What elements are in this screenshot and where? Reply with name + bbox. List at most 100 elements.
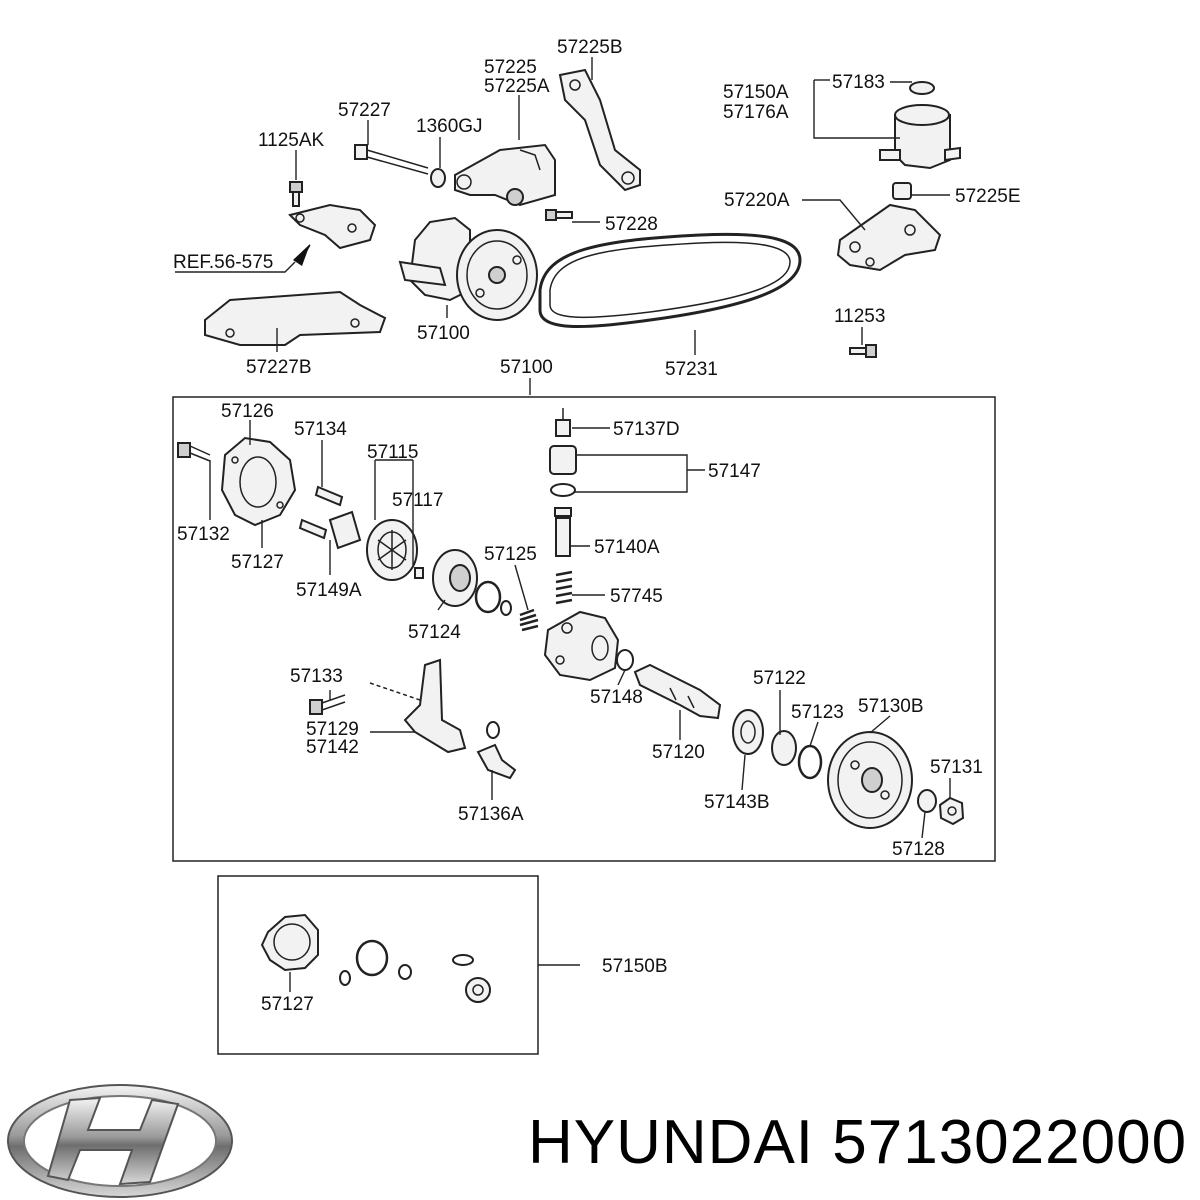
bolt-57228 xyxy=(545,209,573,221)
label-57127-box: 57127 xyxy=(231,552,284,573)
label-57117: 57117 xyxy=(392,490,443,511)
spring-57745 xyxy=(555,570,573,605)
label-57122: 57122 xyxy=(753,668,806,689)
rotor-57115 xyxy=(366,519,418,581)
washer-1360gj xyxy=(430,168,446,188)
bearing-57143b xyxy=(732,709,764,755)
label-57143b: 57143B xyxy=(704,792,770,813)
label-57228: 57228 xyxy=(605,214,658,235)
label-57126: 57126 xyxy=(221,401,274,422)
bracket-ref xyxy=(288,203,377,250)
nut-57131 xyxy=(938,796,965,826)
label-57149a: 57149A xyxy=(296,580,362,601)
oring-small xyxy=(500,600,512,616)
ref-arrow xyxy=(175,244,310,273)
bolt-11253 xyxy=(849,344,877,358)
box-leaders xyxy=(209,420,951,839)
exploded-view-frame xyxy=(172,396,996,862)
kit-oring-small-1 xyxy=(339,970,351,986)
label-57130b: 57130B xyxy=(858,696,924,717)
bracket-57129 xyxy=(403,658,467,754)
label-57100-main: 57100 xyxy=(500,357,553,378)
bolt-57132 xyxy=(177,442,211,462)
gasket-57127 xyxy=(260,913,319,972)
pump-body xyxy=(543,610,620,682)
label-11253: 11253 xyxy=(834,306,885,327)
pins-57134 xyxy=(298,485,344,540)
label-57227: 57227 xyxy=(338,100,391,121)
reservoir-57150a xyxy=(879,81,961,170)
label-57227b: 57227B xyxy=(246,357,312,378)
label-1360gj: 1360GJ xyxy=(416,116,483,137)
label-57183: 57183 xyxy=(832,72,885,93)
gasket-kit-frame xyxy=(217,875,539,1055)
bracket-57220a xyxy=(836,203,942,272)
label-57225: 57225 xyxy=(484,57,537,78)
oring-57129 xyxy=(486,721,500,739)
label-57225b: 57225B xyxy=(557,37,623,58)
valve-57140a xyxy=(554,507,572,557)
label-57120: 57120 xyxy=(652,742,705,763)
label-57125: 57125 xyxy=(484,544,537,565)
label-57140a: 57140A xyxy=(594,537,660,558)
label-57136a: 57136A xyxy=(458,804,524,825)
shaft-57120 xyxy=(633,663,722,720)
belt-57231 xyxy=(538,232,802,329)
label-57231: 57231 xyxy=(665,359,718,380)
label-57124: 57124 xyxy=(408,622,461,643)
label-57150b: 57150B xyxy=(602,956,668,977)
bolt-57227 xyxy=(354,144,429,175)
kit-oring-flat xyxy=(452,954,474,966)
pump-57100-top xyxy=(398,216,538,321)
connector-57147 xyxy=(549,445,577,497)
seal-57148 xyxy=(616,649,634,671)
brand-part-number: HYUNDAI 5713022000 xyxy=(528,1108,1188,1177)
plate-57124 xyxy=(432,549,478,607)
bolt-1125ak xyxy=(289,181,303,207)
spring-57125 xyxy=(519,608,539,632)
kit-oring-small-2 xyxy=(398,964,412,980)
washer-57128 xyxy=(917,789,937,813)
label-57127-kit: 57127 xyxy=(261,994,314,1015)
oring-large xyxy=(474,580,502,614)
vane-57117 xyxy=(414,567,424,579)
label-57137d: 57137D xyxy=(613,419,680,440)
label-ref: REF.56-575 xyxy=(173,252,273,273)
label-57100-top: 57100 xyxy=(417,323,470,344)
label-57220a: 57220A xyxy=(724,190,790,211)
bracket-57225 xyxy=(454,143,556,207)
label-57745: 57745 xyxy=(610,586,663,607)
label-57176a: 57176A xyxy=(723,102,789,123)
label-57225e: 57225E xyxy=(955,186,1021,207)
ring-57123 xyxy=(797,744,823,780)
label-57132: 57132 xyxy=(177,524,230,545)
label-57133: 57133 xyxy=(290,666,343,687)
pin-57136a xyxy=(476,743,517,780)
fitting-57137d xyxy=(555,408,571,437)
bracket-57225b xyxy=(558,68,641,192)
bolt-57133 xyxy=(309,682,421,715)
ring-57149a xyxy=(328,510,362,550)
label-57131: 57131 xyxy=(930,757,983,778)
label-57129: 57129 xyxy=(306,719,359,740)
hyundai-logo xyxy=(7,1084,233,1198)
label-57148: 57148 xyxy=(590,687,643,708)
kit-seal xyxy=(465,977,491,1003)
label-57142: 57142 xyxy=(306,737,359,758)
label-57150a: 57150A xyxy=(723,82,789,103)
kit-oring-large xyxy=(355,939,389,977)
label-57147: 57147 xyxy=(708,461,761,482)
clip-57225e xyxy=(892,182,912,200)
plate-57227b xyxy=(204,290,387,346)
label-57115: 57115 xyxy=(367,442,418,463)
label-57128: 57128 xyxy=(892,839,945,860)
cover-57126 xyxy=(220,436,297,527)
top-leaders xyxy=(276,57,950,395)
label-57123: 57123 xyxy=(791,702,844,723)
label-1125ak: 1125AK xyxy=(258,130,325,151)
pulley-57130b xyxy=(827,731,913,829)
label-57134: 57134 xyxy=(294,419,347,440)
seal-57122 xyxy=(771,730,797,766)
label-57225a: 57225A xyxy=(484,76,550,97)
